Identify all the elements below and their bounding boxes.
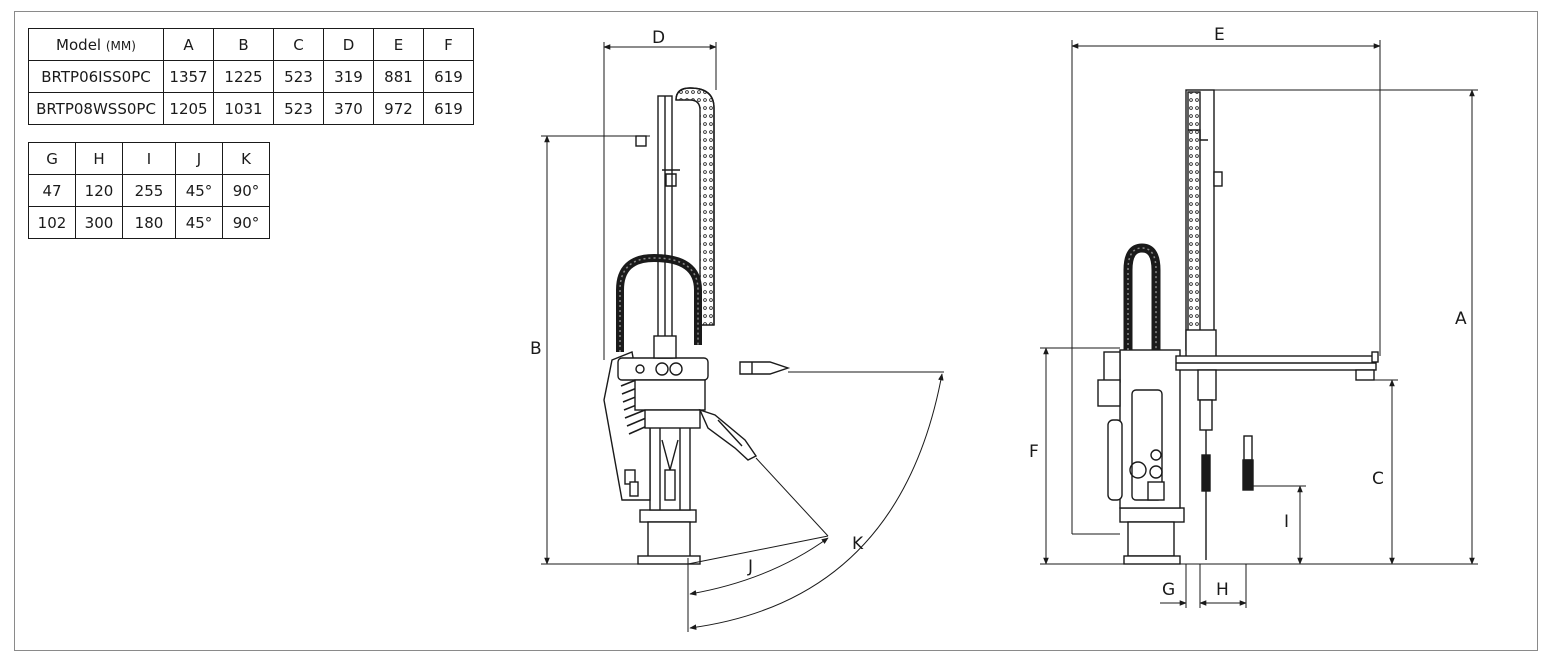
value-cell: 523 bbox=[273, 60, 324, 93]
value-cell: 120 bbox=[75, 174, 123, 207]
table-header-row: Model (MM) A B C D E F bbox=[28, 28, 474, 61]
table-row: BRTP08WSS0PC 1205 1031 523 370 972 619 bbox=[28, 92, 474, 125]
value-cell: 45° bbox=[175, 206, 223, 239]
value-cell: 1031 bbox=[213, 92, 274, 125]
header-cell: G bbox=[28, 142, 76, 175]
table-row: 102 300 180 45° 90° bbox=[28, 206, 270, 239]
value-cell: 180 bbox=[122, 206, 176, 239]
dimension-lines bbox=[541, 40, 1478, 632]
value-cell: 1205 bbox=[163, 92, 214, 125]
header-cell: F bbox=[423, 28, 474, 61]
header-cell: B bbox=[213, 28, 274, 61]
model-cell: BRTP08WSS0PC bbox=[28, 92, 164, 125]
value-cell: 370 bbox=[323, 92, 374, 125]
header-cell: E bbox=[373, 28, 424, 61]
value-cell: 1225 bbox=[213, 60, 274, 93]
drawing-frame bbox=[14, 11, 1538, 651]
dim-label-h: H bbox=[1216, 580, 1229, 600]
front-view-robot bbox=[1097, 89, 1379, 565]
header-cell: I bbox=[122, 142, 176, 175]
header-cell: C bbox=[273, 28, 324, 61]
dim-label-k: K bbox=[852, 534, 864, 554]
table-header-row: G H I J K bbox=[28, 142, 270, 175]
dim-label-g: G bbox=[1162, 580, 1175, 600]
value-cell: 619 bbox=[423, 92, 474, 125]
dim-label-e: E bbox=[1214, 25, 1225, 45]
header-cell: J bbox=[175, 142, 223, 175]
value-cell: 90° bbox=[222, 206, 270, 239]
value-cell: 523 bbox=[273, 92, 324, 125]
value-cell: 47 bbox=[28, 174, 76, 207]
spec-table-dimensions: Model (MM) A B C D E F BRTP06ISS0PC 1357… bbox=[28, 28, 474, 125]
value-cell: 319 bbox=[323, 60, 374, 93]
value-cell: 102 bbox=[28, 206, 76, 239]
dim-label-c: C bbox=[1372, 469, 1384, 489]
dim-label-b: B bbox=[530, 339, 542, 359]
value-cell: 255 bbox=[122, 174, 176, 207]
value-cell: 881 bbox=[373, 60, 424, 93]
dim-label-a: A bbox=[1455, 309, 1467, 329]
value-cell: 300 bbox=[75, 206, 123, 239]
table-row: 47 120 255 45° 90° bbox=[28, 174, 270, 207]
value-cell: 1357 bbox=[163, 60, 214, 93]
dim-label-i: I bbox=[1284, 512, 1289, 532]
dim-label-d: D bbox=[652, 28, 665, 48]
header-cell: A bbox=[163, 28, 214, 61]
header-cell: H bbox=[75, 142, 123, 175]
dim-label-f: F bbox=[1029, 442, 1039, 462]
spec-table-angles: G H I J K 47 120 255 45° 90° 102 300 180… bbox=[28, 142, 270, 239]
value-cell: 619 bbox=[423, 60, 474, 93]
side-view-robot bbox=[603, 87, 791, 565]
dimension-labels: D B J K E A C F I G H bbox=[530, 25, 1467, 600]
dim-label-j: J bbox=[747, 557, 753, 577]
header-cell: D bbox=[323, 28, 374, 61]
